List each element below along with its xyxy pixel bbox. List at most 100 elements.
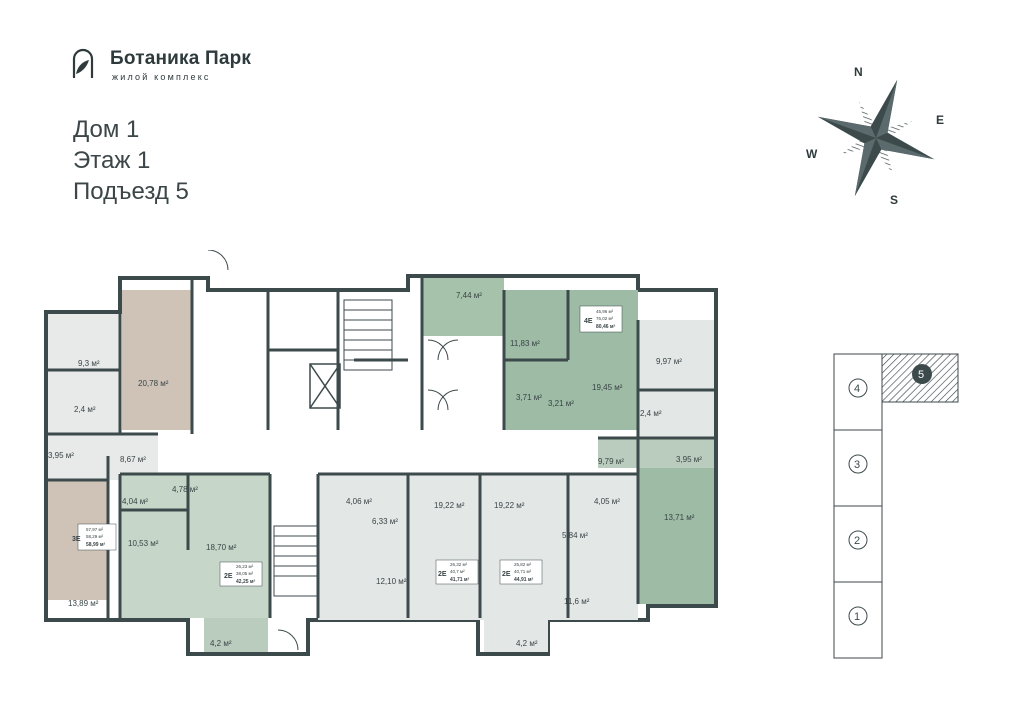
apt-badge-4e: 4Е 45,96 м² 76,02 м² 80,46 м² — [579, 305, 623, 333]
apt-area-2: 40,71 м² — [514, 569, 532, 574]
room-label: 12,10 м² — [376, 577, 407, 586]
apt-badge-2e-a: 2Е 26,23 м² 38,05 м² 42,25 м² — [219, 561, 263, 587]
apt-area-1: 26,23 м² — [236, 564, 254, 569]
room-label: 3,95 м² — [676, 455, 702, 464]
logo-subtitle: жилой комплекс — [112, 72, 211, 82]
logo-mark-icon — [72, 48, 94, 78]
balcony-right — [484, 618, 548, 652]
room-label: 4,06 м² — [346, 497, 372, 506]
apt-area-1: 57,97 м² — [86, 527, 104, 532]
apt-type: 4Е — [584, 318, 593, 325]
compass-s: S — [890, 193, 898, 207]
room-labels: 9,3 м² 20,78 м² 2,4 м² 3,95 м² 8,67 м² 1… — [48, 291, 702, 648]
logo-name: Ботаника Парк — [110, 48, 252, 69]
apt-middle-grey — [318, 474, 480, 620]
section-item-2[interactable]: 2 — [833, 505, 883, 583]
section-selector: 5 4 3 2 1 — [833, 353, 959, 659]
room-label: 4,05 м² — [594, 497, 620, 506]
entrance-label: Подъезд 5 — [73, 178, 189, 205]
room-label: 9,97 м² — [656, 357, 682, 366]
room-label: 10,53 м² — [128, 539, 159, 548]
room-label: 4,04 м² — [122, 497, 148, 506]
room-label: 3,21 м² — [548, 399, 574, 408]
room-label: 8,67 м² — [120, 455, 146, 464]
room-label: 20,78 м² — [138, 379, 169, 388]
apt-type: 3Е — [72, 536, 81, 543]
section-item-1[interactable]: 1 — [833, 581, 883, 659]
room-label: 9,79 м² — [598, 457, 624, 466]
floor-plan: 9,3 м² 20,78 м² 2,4 м² 3,95 м² 8,67 м² 1… — [44, 250, 718, 656]
apt-area-2: 40,7 м² — [450, 569, 465, 574]
apt-left-grey — [48, 314, 120, 434]
room-label: 4,2 м² — [516, 639, 538, 648]
room-label: 19,22 м² — [434, 501, 465, 510]
room-label: 2,4 м² — [640, 409, 662, 418]
room-label: 3,71 м² — [516, 393, 542, 402]
section-current[interactable]: 5 — [877, 353, 959, 403]
apt-badge-2e-b: 2Е 26,32 м² 40,7 м² 41,71 м² — [435, 559, 479, 585]
room-label: 5,84 м² — [562, 531, 588, 540]
apt-area-2: 76,02 м² — [596, 316, 614, 321]
room-label: 11,6 м² — [564, 597, 590, 606]
apt-area-total: 80,46 м² — [596, 324, 616, 330]
apt-2e-c-grey — [480, 474, 638, 620]
logo: Ботаника Парк жилой комплекс — [70, 44, 300, 84]
room-label: 6,33 м² — [372, 517, 398, 526]
room-label: 9,3 м² — [78, 359, 100, 368]
balcony-top — [422, 278, 504, 336]
door-swings — [207, 250, 459, 651]
apt-area-total: 58,99 м² — [86, 542, 106, 548]
apt-right-green — [598, 438, 714, 468]
apt-left-grey-2 — [48, 434, 158, 480]
interior-walls — [48, 278, 714, 618]
building-info: Дом 1 Этаж 1 Подъезд 5 — [73, 114, 189, 207]
room-label: 13,89 м² — [68, 599, 99, 608]
section-item-3[interactable]: 3 — [833, 429, 883, 507]
apt-area-2: 38,05 м² — [236, 571, 254, 576]
apt-top-left-beige — [122, 290, 192, 430]
apt-badge-3e: 3Е 57,97 м² 58,29 м² 58,99 м² — [72, 523, 117, 551]
apt-area-2: 58,29 м² — [86, 534, 104, 539]
room-label: 19,22 м² — [494, 501, 525, 510]
apt-area-1: 26,32 м² — [450, 562, 468, 567]
apt-area-1: 25,82 м² — [514, 562, 532, 567]
section-label: 3 — [854, 459, 860, 471]
room-label: 4,2 м² — [210, 639, 232, 648]
apt-area-total: 44,91 м² — [514, 577, 534, 583]
apt-type: 2Е — [502, 571, 511, 578]
house-label: Дом 1 — [73, 116, 140, 143]
building-walls — [44, 274, 718, 656]
compass-e: E — [936, 113, 944, 127]
apt-type: 2Е — [438, 571, 447, 578]
apt-badge-2e-c: 2Е 25,82 м² 40,71 м² 44,91 м² — [499, 559, 543, 585]
room-label: 3,95 м² — [48, 451, 74, 460]
section-item-4[interactable]: 4 — [833, 353, 883, 431]
room-label: 7,44 м² — [456, 291, 482, 300]
apt-type: 2Е — [224, 573, 233, 580]
elevator-icon — [309, 363, 341, 409]
apt-area-total: 42,25 м² — [236, 579, 256, 585]
compass-w: W — [806, 147, 818, 161]
apartment-fills — [48, 278, 714, 652]
compass-n: N — [854, 65, 863, 79]
floor-label: Этаж 1 — [73, 147, 151, 174]
room-label: 13,71 м² — [664, 513, 695, 522]
section-current-label: 5 — [918, 369, 924, 381]
compass-rose-icon: N E S W — [806, 65, 944, 207]
section-label: 4 — [854, 383, 860, 395]
apartment-badges: 3Е 57,97 м² 58,29 м² 58,99 м² 4Е 45,96 м… — [72, 305, 623, 587]
room-label: 18,70 м² — [206, 543, 237, 552]
apt-area-1: 45,96 м² — [596, 309, 614, 314]
apt-2e-a-green — [120, 474, 270, 618]
room-label: 2,4 м² — [74, 405, 96, 414]
room-label: 19,45 м² — [592, 383, 623, 392]
apt-right-grey — [638, 320, 714, 438]
balcony-left — [204, 618, 268, 652]
room-label: 11,83 м² — [510, 339, 540, 348]
section-label: 1 — [854, 611, 860, 623]
room-label: 4,78 м² — [172, 485, 198, 494]
apt-area-total: 41,71 м² — [450, 577, 470, 583]
apt-13-71-green — [638, 468, 714, 604]
stairs — [273, 299, 393, 597]
section-label: 2 — [854, 535, 860, 547]
